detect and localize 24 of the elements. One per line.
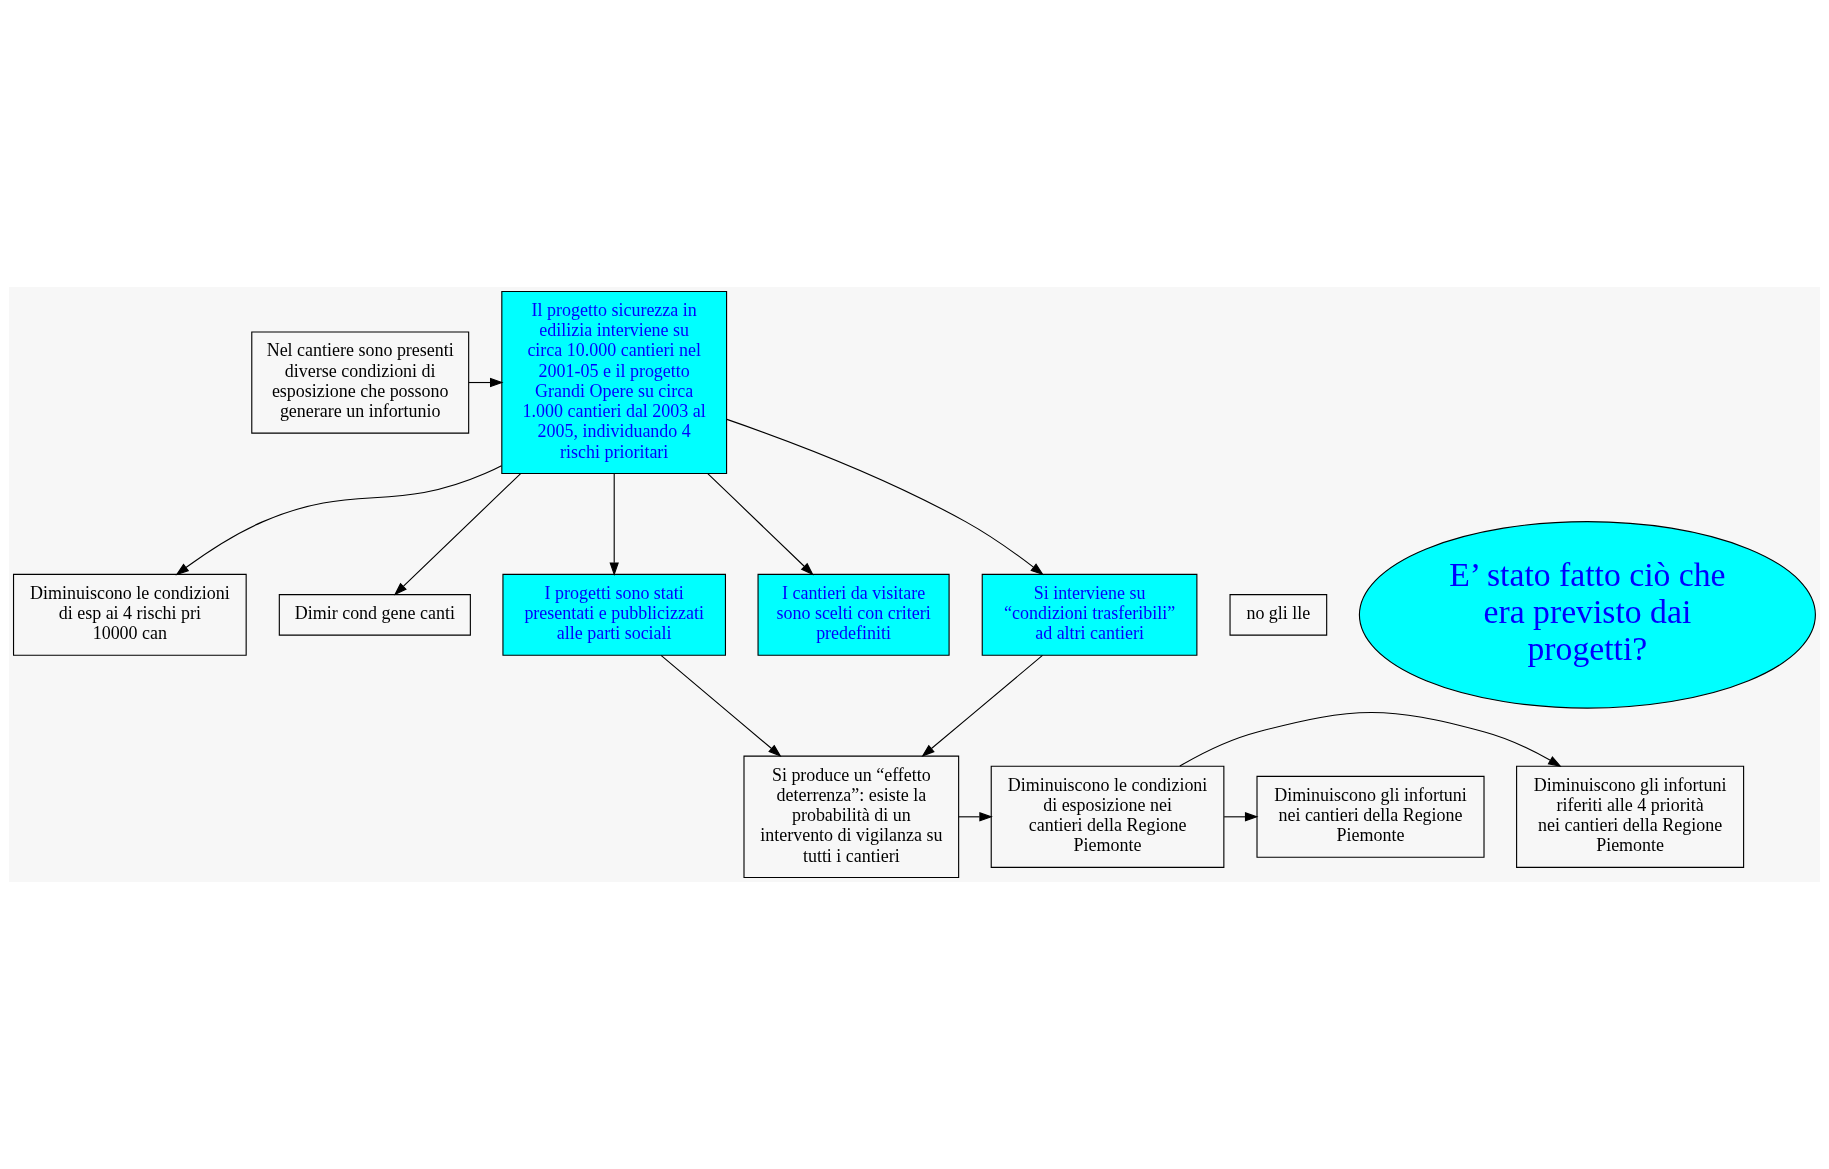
- node-box: Diminuiscono gli infortuni nei cantieri della Regione Piemonte: [1256, 775, 1485, 858]
- arrow: [660, 654, 782, 757]
- node-box: I progetti sono stati presentati e pubblicizzati alle parti sociali: [502, 573, 726, 656]
- node-ellipse: E’ stato fatto ciò che era previsto dai progetti?: [1358, 521, 1816, 709]
- node-box: Dimir cond gene canti: [278, 594, 471, 636]
- node-box: Diminuiscono gli infortuni riferiti alle 4 priorità nei cantieri della Regione Piemonte: [1516, 765, 1745, 868]
- node-box: I cantieri da visitare sono scelti con criteri predefiniti: [757, 573, 950, 656]
- node-box: Diminuiscono le condizioni di esposizione nei cantieri della Regione Piemonte: [990, 765, 1225, 868]
- node-box: Il progetto sicurezza in edilizia interviene su circa 10.000 cantieri nel 2001-05 e il progetto Grandi Opere su circa 1.000 cantieri dal 2003 al 2005, individuando 4 rischi prioritari: [501, 290, 728, 475]
- arrow: [1179, 711, 1562, 767]
- node-box: Si interviene su “condizioni trasferibili” ad altri cantieri: [981, 573, 1198, 656]
- arrow: [1223, 812, 1259, 822]
- arrow: [707, 473, 814, 576]
- node-box: no gli lle: [1229, 594, 1328, 636]
- arrow: [609, 473, 619, 576]
- arrow: [175, 465, 503, 576]
- arrow: [958, 812, 993, 822]
- node-box: Si produce un “effetto deterrenza”: esiste la probabilità di un intervento di vigilanza su tutti i cantieri: [743, 755, 960, 879]
- arrow: [468, 377, 504, 388]
- arrow: [393, 473, 522, 596]
- arrow: [921, 654, 1044, 757]
- node-box: Diminuiscono le condizioni di esp ai 4 rischi pri 10000 can: [12, 573, 247, 656]
- node-box: Nel cantiere sono presenti diverse condizioni di esposizione che possono generare un infortunio: [251, 331, 470, 434]
- arrow: [726, 418, 1044, 576]
